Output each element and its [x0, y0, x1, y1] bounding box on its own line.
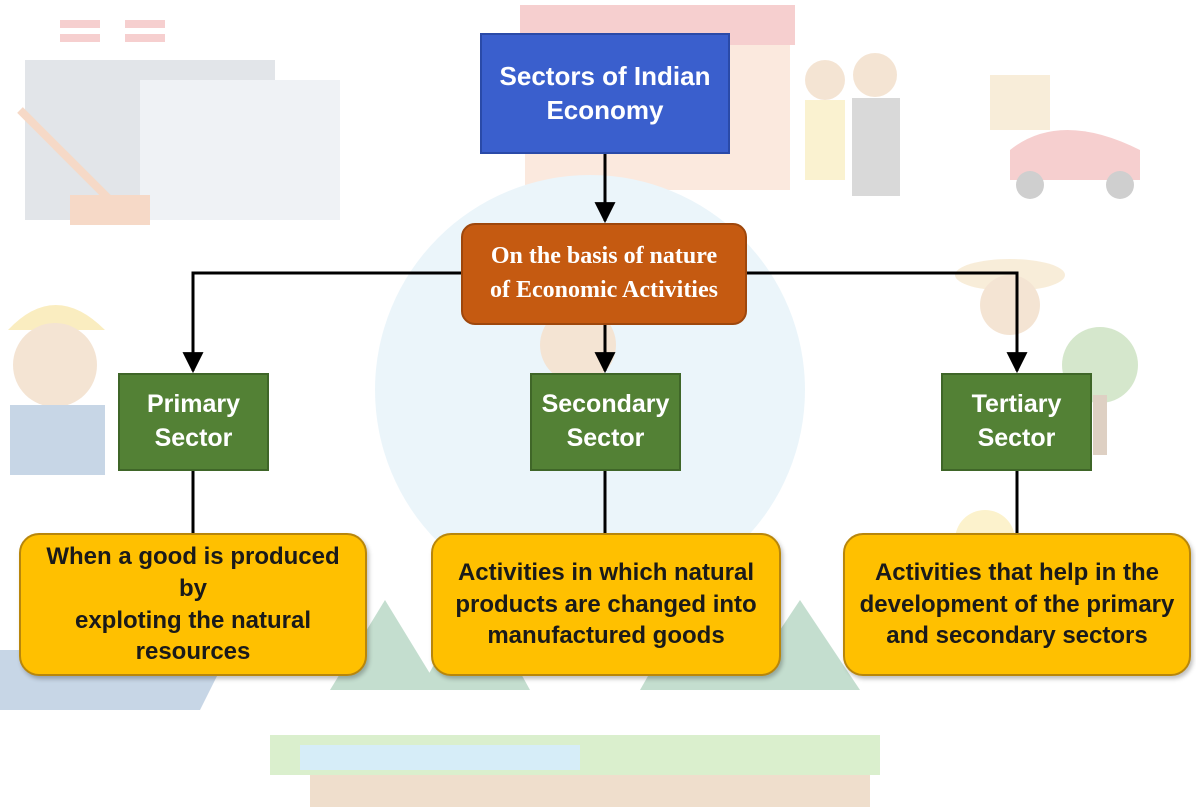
tertiary-sector-description: Activities that help in the development …: [843, 533, 1191, 676]
secondary-sector-description: Activities in which natural products are…: [431, 533, 781, 676]
primary-sector-description: When a good is produced by exploting the…: [19, 533, 367, 676]
secondary-sector-node: Secondary Sector: [530, 373, 681, 471]
factory-icon: [17, 20, 340, 225]
couple-icon: [805, 53, 900, 196]
primary-sector-node: Primary Sector: [118, 373, 269, 471]
worker-icon: [8, 305, 105, 475]
connector-basis-to-primary: [182, 271, 461, 374]
root-node: Sectors of Indian Economy: [480, 33, 730, 154]
basis-node: On the basis of nature of Economic Activ…: [461, 223, 747, 325]
connector-basis-to-tertiary: [747, 271, 1028, 374]
tertiary-sector-node: Tertiary Sector: [941, 373, 1092, 471]
scooter-icon: [990, 75, 1140, 199]
